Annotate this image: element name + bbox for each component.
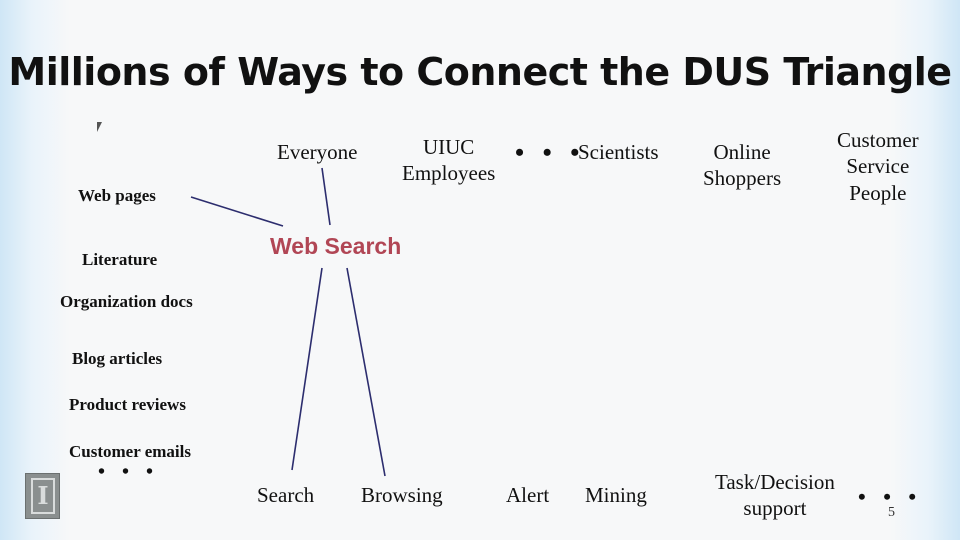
service-alert: Alert [506,483,550,507]
user-everyone: Everyone [277,140,358,164]
source-blog-articles: Blog articles [72,349,163,368]
users-ellipsis: • • • [515,138,586,167]
user-customer-line3: People [849,180,907,205]
user-customer-service-people: Customer Service People [837,127,919,206]
service-browsing: Browsing [361,483,443,507]
service-mining: Mining [585,483,647,507]
sources-ellipsis: • • • [98,461,160,483]
line-everyone [321,167,331,226]
user-customer-line2: Service [846,154,910,179]
slide-title: Millions of Ways to Connect the DUS Tria… [8,50,952,94]
left-edge-decoration [0,0,70,540]
user-scientists: Scientists [578,140,659,164]
line-web-pages [190,196,284,227]
user-customer-line1: Customer [837,128,919,152]
user-online-shoppers: Online Shoppers [703,139,781,192]
source-customer-emails: Customer emails [69,442,191,461]
user-uiuc-line1: UIUC [422,135,475,159]
logo-letter: I [31,478,55,514]
source-literature: Literature [82,250,158,269]
user-uiuc-employees: UIUC Employees [402,134,495,187]
service-search: Search [257,483,315,507]
university-logo-icon: I [25,473,60,519]
page-number: 5 [888,505,895,520]
user-online-line2: Shoppers [703,166,782,191]
line-search [291,267,323,471]
services-ellipsis: • • • [858,484,923,509]
mouse-cursor-icon [97,122,102,132]
service-task-line1: Task/Decision [715,470,835,494]
service-task-line2: support [743,496,807,521]
source-product-reviews: Product reviews [69,395,186,414]
web-search-label: Web Search [270,233,402,259]
user-uiuc-line2: Employees [402,161,496,186]
service-task-decision-support: Task/Decision support [715,469,835,522]
right-edge-decoration [890,0,960,540]
line-browsing [346,267,386,477]
user-online-line1: Online [713,140,771,164]
source-organization-docs: Organization docs [60,292,193,311]
source-web-pages: Web pages [78,186,156,205]
